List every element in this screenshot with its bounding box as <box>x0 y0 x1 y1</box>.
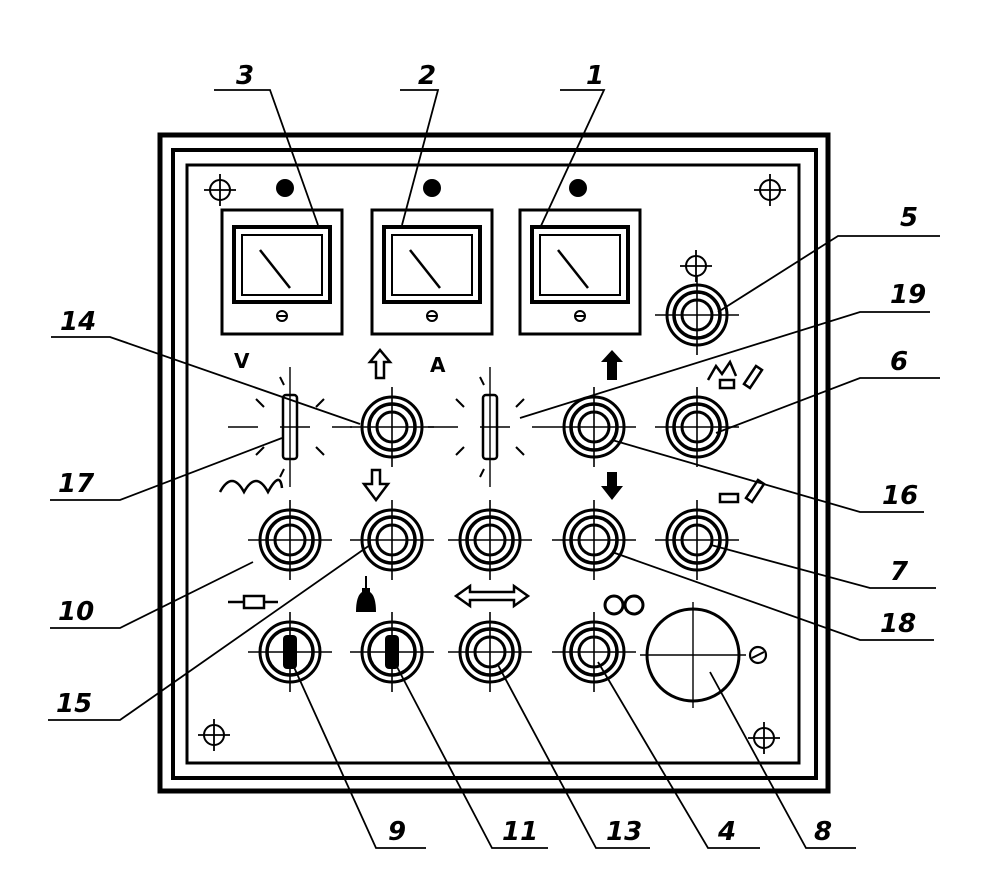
button-10[interactable] <box>246 498 334 582</box>
label-16: 16 <box>882 481 918 511</box>
ammeter-mark: A <box>430 353 446 377</box>
double-circle-icon <box>603 594 645 616</box>
arrow-down-outline-icon <box>361 468 391 503</box>
label-14: 14 <box>60 307 96 337</box>
button-center[interactable] <box>446 498 534 582</box>
button-7[interactable] <box>653 498 741 582</box>
button-13[interactable] <box>446 610 534 694</box>
signal-lamp-19 <box>426 365 554 489</box>
label-8: 8 <box>814 817 832 847</box>
crosshair-icon <box>679 249 713 283</box>
switch-11[interactable] <box>348 610 436 694</box>
switch-9[interactable] <box>246 610 334 694</box>
label-17: 17 <box>58 469 95 499</box>
meter-2 <box>370 208 494 336</box>
contactor-symbol-icon <box>718 478 766 504</box>
bell-icon <box>356 576 376 612</box>
indicator-dot <box>423 179 441 197</box>
label-19: 19 <box>890 280 926 310</box>
arrow-up-filled-icon <box>601 350 623 380</box>
button-14[interactable] <box>348 385 436 469</box>
screw-icon <box>748 645 768 665</box>
label-15: 15 <box>56 689 92 719</box>
label-18: 18 <box>880 609 916 639</box>
connector-8 <box>640 602 746 708</box>
mount-hole-icon <box>753 173 787 207</box>
label-13: 13 <box>606 817 642 847</box>
label-3: 3 <box>236 61 254 91</box>
label-5: 5 <box>900 203 918 233</box>
label-7: 7 <box>890 557 909 587</box>
resistor-icon <box>228 594 278 610</box>
button-4[interactable] <box>550 610 638 694</box>
panel-frame <box>157 132 831 794</box>
coil-icon <box>218 478 284 495</box>
leader-lines <box>48 89 940 849</box>
label-4: 4 <box>717 817 736 847</box>
button-6[interactable] <box>653 385 741 469</box>
double-arrow-horizontal-icon <box>453 583 531 609</box>
label-1: 1 <box>586 61 604 91</box>
button-15[interactable] <box>348 498 436 582</box>
button-5[interactable] <box>653 273 741 357</box>
voltmeter-mark: V <box>234 349 250 373</box>
indicator-dot <box>569 179 587 197</box>
meter-1 <box>518 208 642 336</box>
mount-hole-icon <box>203 173 237 207</box>
mount-hole-icon <box>197 718 231 752</box>
button-16[interactable] <box>550 385 638 469</box>
indicator-dot <box>276 179 294 197</box>
button-18[interactable] <box>550 498 638 582</box>
label-9: 9 <box>388 817 406 847</box>
label-2: 2 <box>418 61 436 91</box>
arrow-down-filled-icon <box>601 472 623 500</box>
arrow-up-outline-icon <box>367 348 393 380</box>
motor-symbol-icon <box>706 359 764 390</box>
label-11: 11 <box>502 817 538 847</box>
label-6: 6 <box>890 347 908 377</box>
label-10: 10 <box>58 597 94 627</box>
meter-3 <box>220 208 344 336</box>
